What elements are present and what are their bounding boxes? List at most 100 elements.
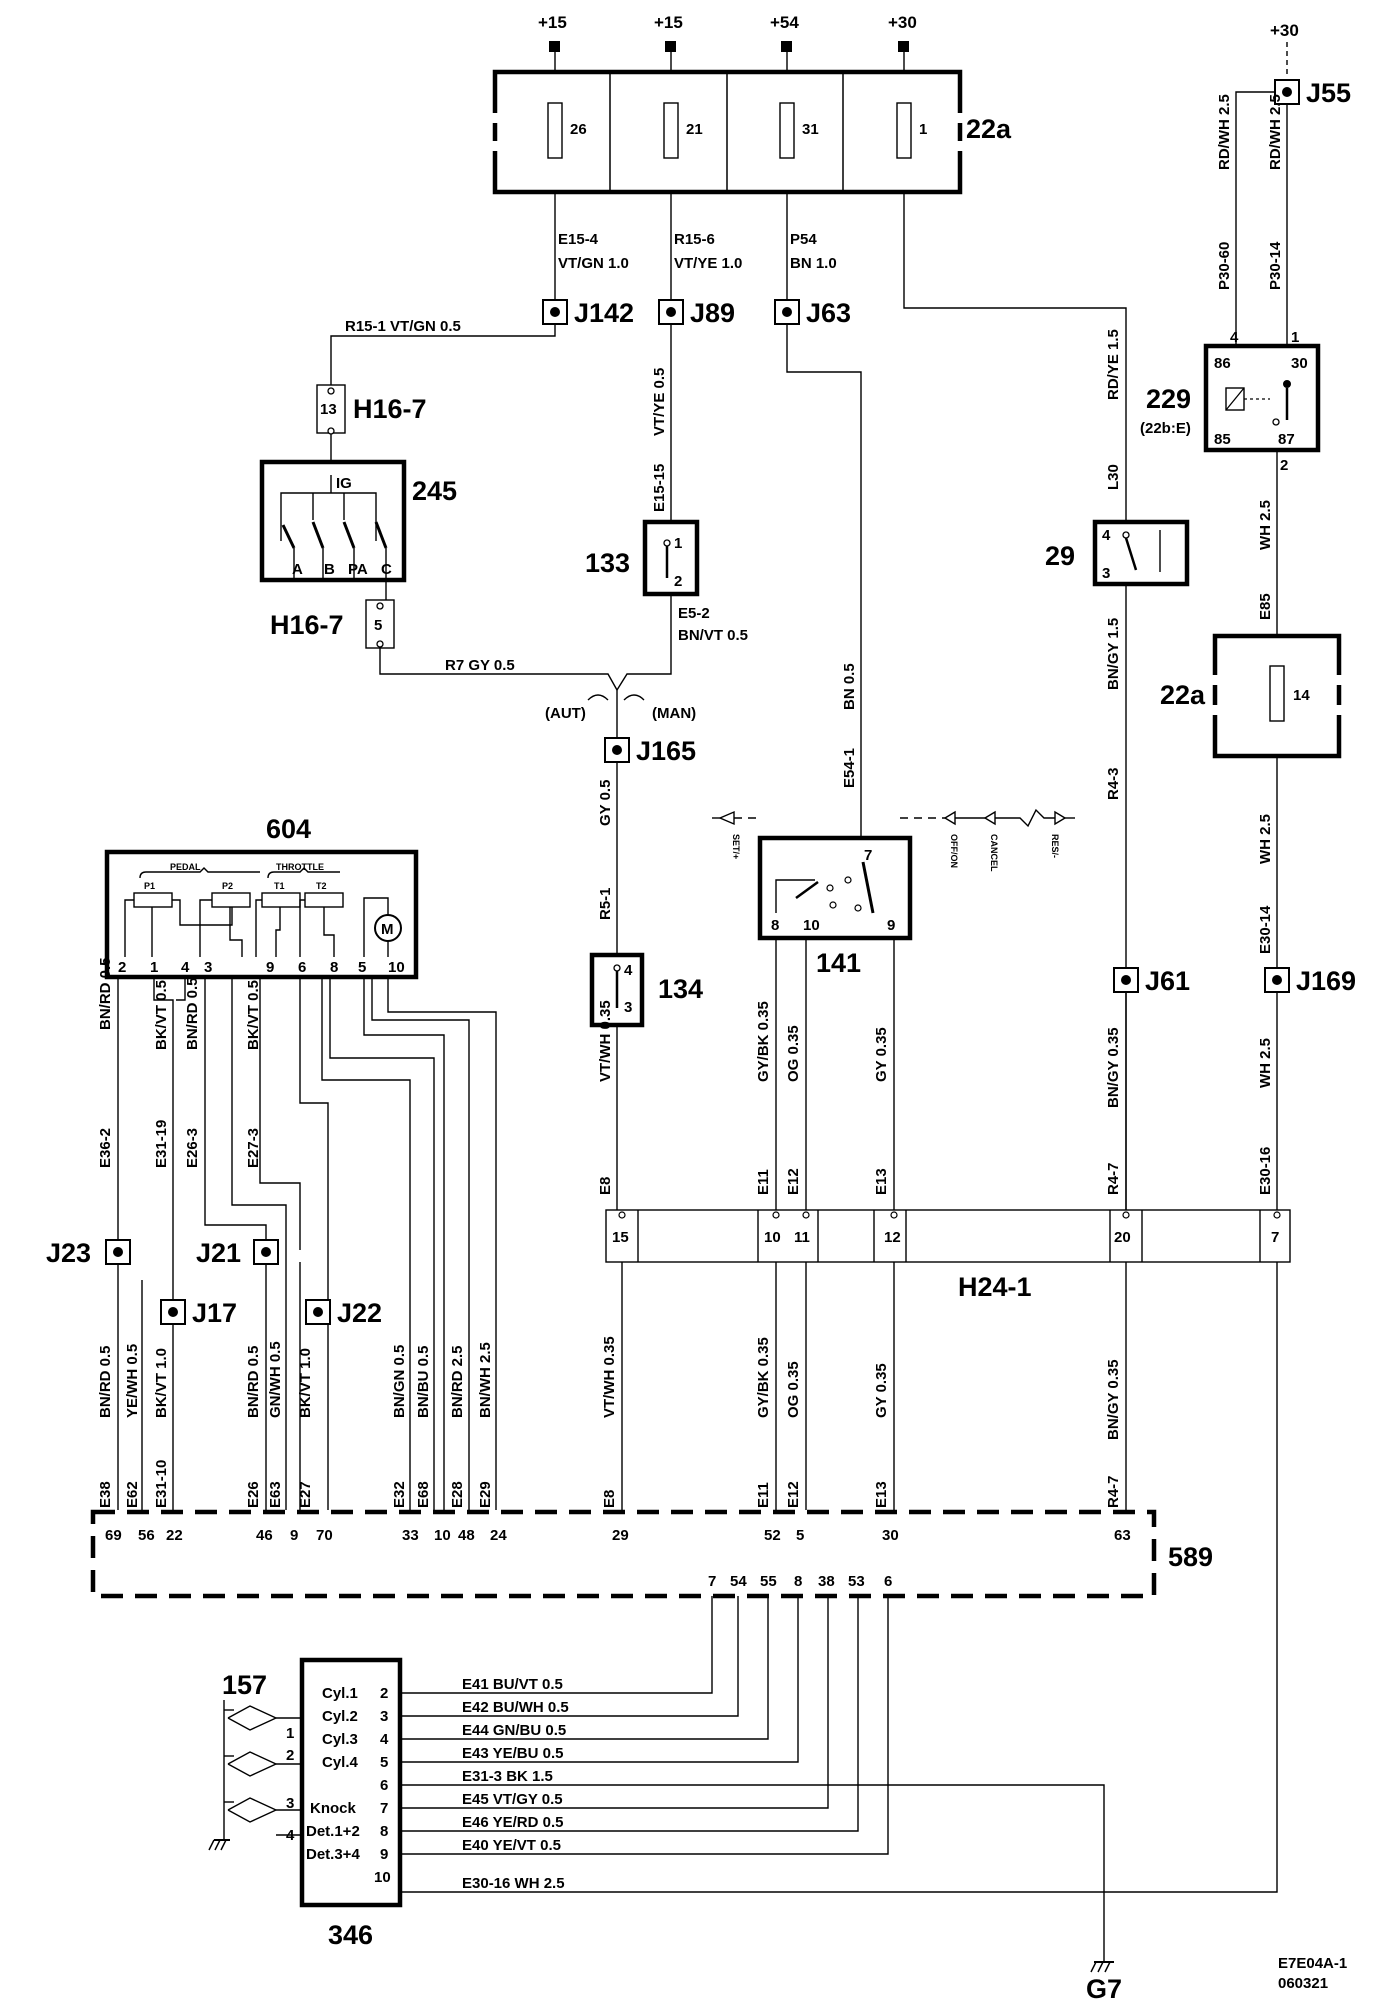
ground-label: G7: [1086, 1974, 1122, 2000]
switch-133: 133 1 2 E5-2 BN/VT 0.5: [585, 519, 748, 691]
fusebox-top-id: 22a: [966, 114, 1012, 144]
svg-text:E31-10: E31-10: [153, 1460, 170, 1508]
svg-text:BN/WH 2.5: BN/WH 2.5: [477, 1342, 494, 1418]
svg-text:1: 1: [150, 959, 158, 976]
ground-g7: G7: [1086, 1961, 1122, 2000]
ecu-589: 589 69 56 22 46 9 70 33 10 48 24 29 52 5…: [90, 1509, 1213, 1599]
svg-text:(AUT): (AUT): [545, 705, 586, 722]
switch-29: 29 4 3 BN/GY 1.5 R4-3: [1045, 519, 1190, 800]
svg-text:2: 2: [1280, 457, 1288, 474]
svg-text:5: 5: [796, 1527, 804, 1544]
wire-e54-1: BN 0.5 E54-1: [786, 324, 862, 840]
top-connectors: J142 J89 J63: [542, 298, 851, 328]
svg-text:BN/GY 0.35: BN/GY 0.35: [1105, 1027, 1122, 1108]
wires-from-fuses: E15-4 VT/GN 1.0 R15-6 VT/YE 1.0 P54 BN 1…: [554, 192, 1127, 1210]
svg-text:GN/WH 0.5: GN/WH 0.5: [267, 1341, 284, 1418]
svg-text:E63: E63: [267, 1481, 284, 1508]
svg-text:70: 70: [316, 1527, 333, 1544]
svg-text:54: 54: [730, 1573, 747, 1590]
svg-text:YE/WH 0.5: YE/WH 0.5: [124, 1344, 141, 1418]
svg-text:OG 0.35: OG 0.35: [785, 1025, 802, 1082]
wire-r15-6: R15-6: [674, 231, 715, 248]
svg-text:H24-1: H24-1: [958, 1272, 1032, 1302]
svg-text:1: 1: [674, 535, 682, 552]
connector-j142: J142: [574, 298, 634, 328]
svg-text:BN/RD 0.5: BN/RD 0.5: [184, 977, 201, 1050]
svg-text:346: 346: [328, 1920, 373, 1950]
svg-text:33: 33: [402, 1527, 419, 1544]
svg-text:4: 4: [380, 1731, 389, 1748]
svg-text:BN/RD 0.5: BN/RD 0.5: [97, 957, 114, 1030]
svg-text:RD/WH 2.5: RD/WH 2.5: [1216, 94, 1233, 170]
svg-text:E5-2: E5-2: [678, 605, 710, 622]
svg-text:2: 2: [286, 1747, 294, 1764]
svg-text:3: 3: [286, 1795, 294, 1812]
svg-text:B: B: [324, 561, 335, 578]
potentiometers: P1 P2 T1 T2: [124, 881, 344, 957]
svg-text:Cyl.2: Cyl.2: [322, 1708, 358, 1725]
ecu589-top-pins: 69 56 22 46 9 70 33 10 48 24 29 52 5 30 …: [105, 1527, 1131, 1544]
svg-text:15: 15: [612, 1229, 629, 1246]
connector-j61-group: J61: [1113, 966, 1190, 996]
ecu-346: 346 Cyl.1 2 Cyl.2 3 Cyl.3 4 Cyl.4 5 6 Kn…: [299, 1657, 403, 1950]
svg-text:VT/YE 0.5: VT/YE 0.5: [651, 368, 668, 436]
svg-text:E8: E8: [597, 1177, 614, 1195]
svg-text:E45 VT/GY 0.5: E45 VT/GY 0.5: [462, 1791, 563, 1808]
svg-text:10: 10: [434, 1527, 451, 1544]
svg-text:9: 9: [266, 959, 274, 976]
svg-text:BN/RD 0.5: BN/RD 0.5: [97, 1345, 114, 1418]
svg-text:E27: E27: [297, 1481, 314, 1508]
fusebox-right: 14 22a WH 2.5 E30-14: [1160, 633, 1345, 968]
connector-j165: J165: [636, 736, 696, 766]
svg-text:E28: E28: [449, 1481, 466, 1508]
connector-h16-7-bottom: 5 H16-7 R7 GY 0.5: [270, 599, 618, 691]
svg-text:BN/RD 0.5: BN/RD 0.5: [245, 1345, 262, 1418]
wire-e15-4: E15-4: [558, 231, 599, 248]
footer-code: E7E04A-1: [1278, 1955, 1347, 1972]
svg-text:5: 5: [380, 1754, 388, 1771]
svg-text:R5-1: R5-1: [597, 887, 614, 920]
svg-text:E42 BU/WH 0.5: E42 BU/WH 0.5: [462, 1699, 569, 1716]
svg-text:E26: E26: [245, 1481, 262, 1508]
svg-text:4: 4: [181, 959, 190, 976]
svg-text:E68: E68: [415, 1481, 432, 1508]
svg-text:WH 2.5: WH 2.5: [1257, 1038, 1274, 1088]
svg-text:BN/GN 0.5: BN/GN 0.5: [391, 1345, 408, 1418]
svg-text:133: 133: [585, 548, 630, 578]
svg-text:14: 14: [1293, 687, 1310, 704]
svg-text:1: 1: [286, 1725, 294, 1742]
svg-text:P1: P1: [144, 881, 155, 891]
svg-text:OG 0.35: OG 0.35: [785, 1361, 802, 1418]
aut-man-junction: (AUT) (MAN): [545, 690, 696, 738]
svg-text:589: 589: [1168, 1542, 1213, 1572]
wire-p54-color: BN 1.0: [790, 255, 837, 272]
svg-text:GY/BK 0.35: GY/BK 0.35: [755, 1001, 772, 1082]
svg-text:29: 29: [1045, 541, 1075, 571]
svg-text:E31-19: E31-19: [153, 1120, 170, 1168]
connector-h16-7-top: 13 H16-7: [316, 384, 427, 462]
svg-text:E54-1: E54-1: [841, 748, 858, 788]
fuse-26: 26: [570, 121, 587, 138]
svg-text:E31-3 BK 1.5: E31-3 BK 1.5: [462, 1768, 553, 1785]
svg-text:THROTTLE: THROTTLE: [276, 862, 324, 872]
svg-text:Det.3+4: Det.3+4: [306, 1846, 360, 1863]
label-set: SET/+: [731, 834, 741, 859]
svg-text:E8: E8: [601, 1490, 618, 1508]
switch-134: 134 4 3: [589, 952, 703, 1210]
svg-text:22: 22: [166, 1527, 183, 1544]
connector-j23: J23: [46, 1238, 91, 1268]
svg-text:Cyl.3: Cyl.3: [322, 1731, 358, 1748]
label-res: RES/-: [1050, 834, 1060, 858]
ecu589-bottom-pins: 7 54 55 8 38 53 6: [708, 1573, 892, 1590]
svg-text:20: 20: [1114, 1229, 1131, 1246]
svg-text:BN/GY 1.5: BN/GY 1.5: [1105, 618, 1122, 690]
svg-text:BN/RD 2.5: BN/RD 2.5: [449, 1345, 466, 1418]
svg-text:6: 6: [380, 1777, 388, 1794]
mid-wire-labels: BN/RD 0.5 E36-2 BK/VT 0.5 E31-19 BN/RD 0…: [97, 957, 1274, 1195]
svg-text:P30-14: P30-14: [1267, 241, 1284, 290]
svg-text:53: 53: [848, 1573, 865, 1590]
svg-text:Knock: Knock: [310, 1800, 357, 1817]
svg-text:E62: E62: [124, 1481, 141, 1508]
svg-text:E29: E29: [477, 1481, 494, 1508]
connector-j21: J21: [196, 1238, 241, 1268]
